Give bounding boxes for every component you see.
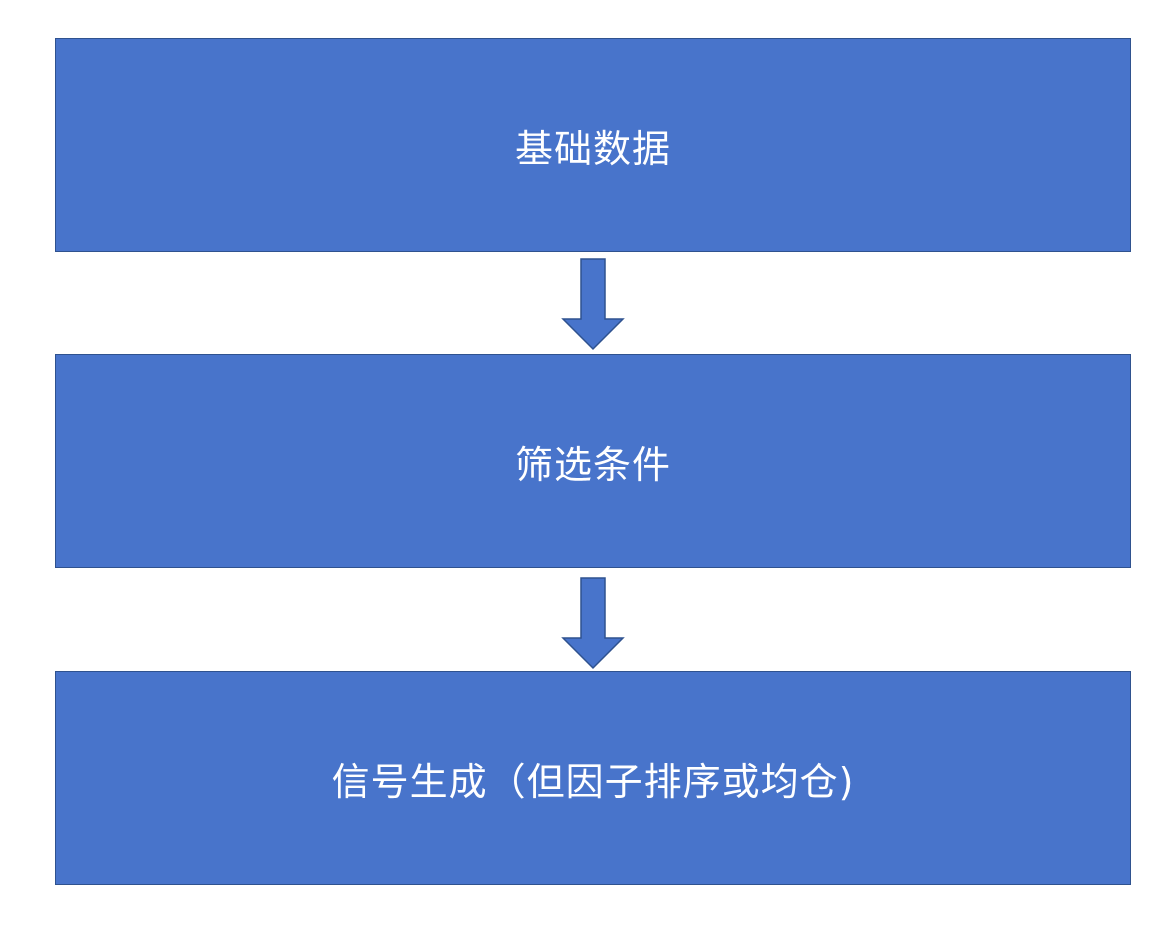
step-box-base-data: 基础数据 bbox=[55, 38, 1131, 252]
step-box-filter-conditions: 筛选条件 bbox=[55, 354, 1131, 568]
step-label: 基础数据 bbox=[514, 126, 671, 171]
down-arrow-icon bbox=[561, 258, 625, 351]
step-label: 信号生成（但因子排序或均仓) bbox=[331, 759, 855, 804]
down-arrow-icon bbox=[561, 577, 625, 670]
step-box-signal-generation: 信号生成（但因子排序或均仓) bbox=[55, 671, 1131, 885]
step-label: 筛选条件 bbox=[514, 442, 671, 487]
